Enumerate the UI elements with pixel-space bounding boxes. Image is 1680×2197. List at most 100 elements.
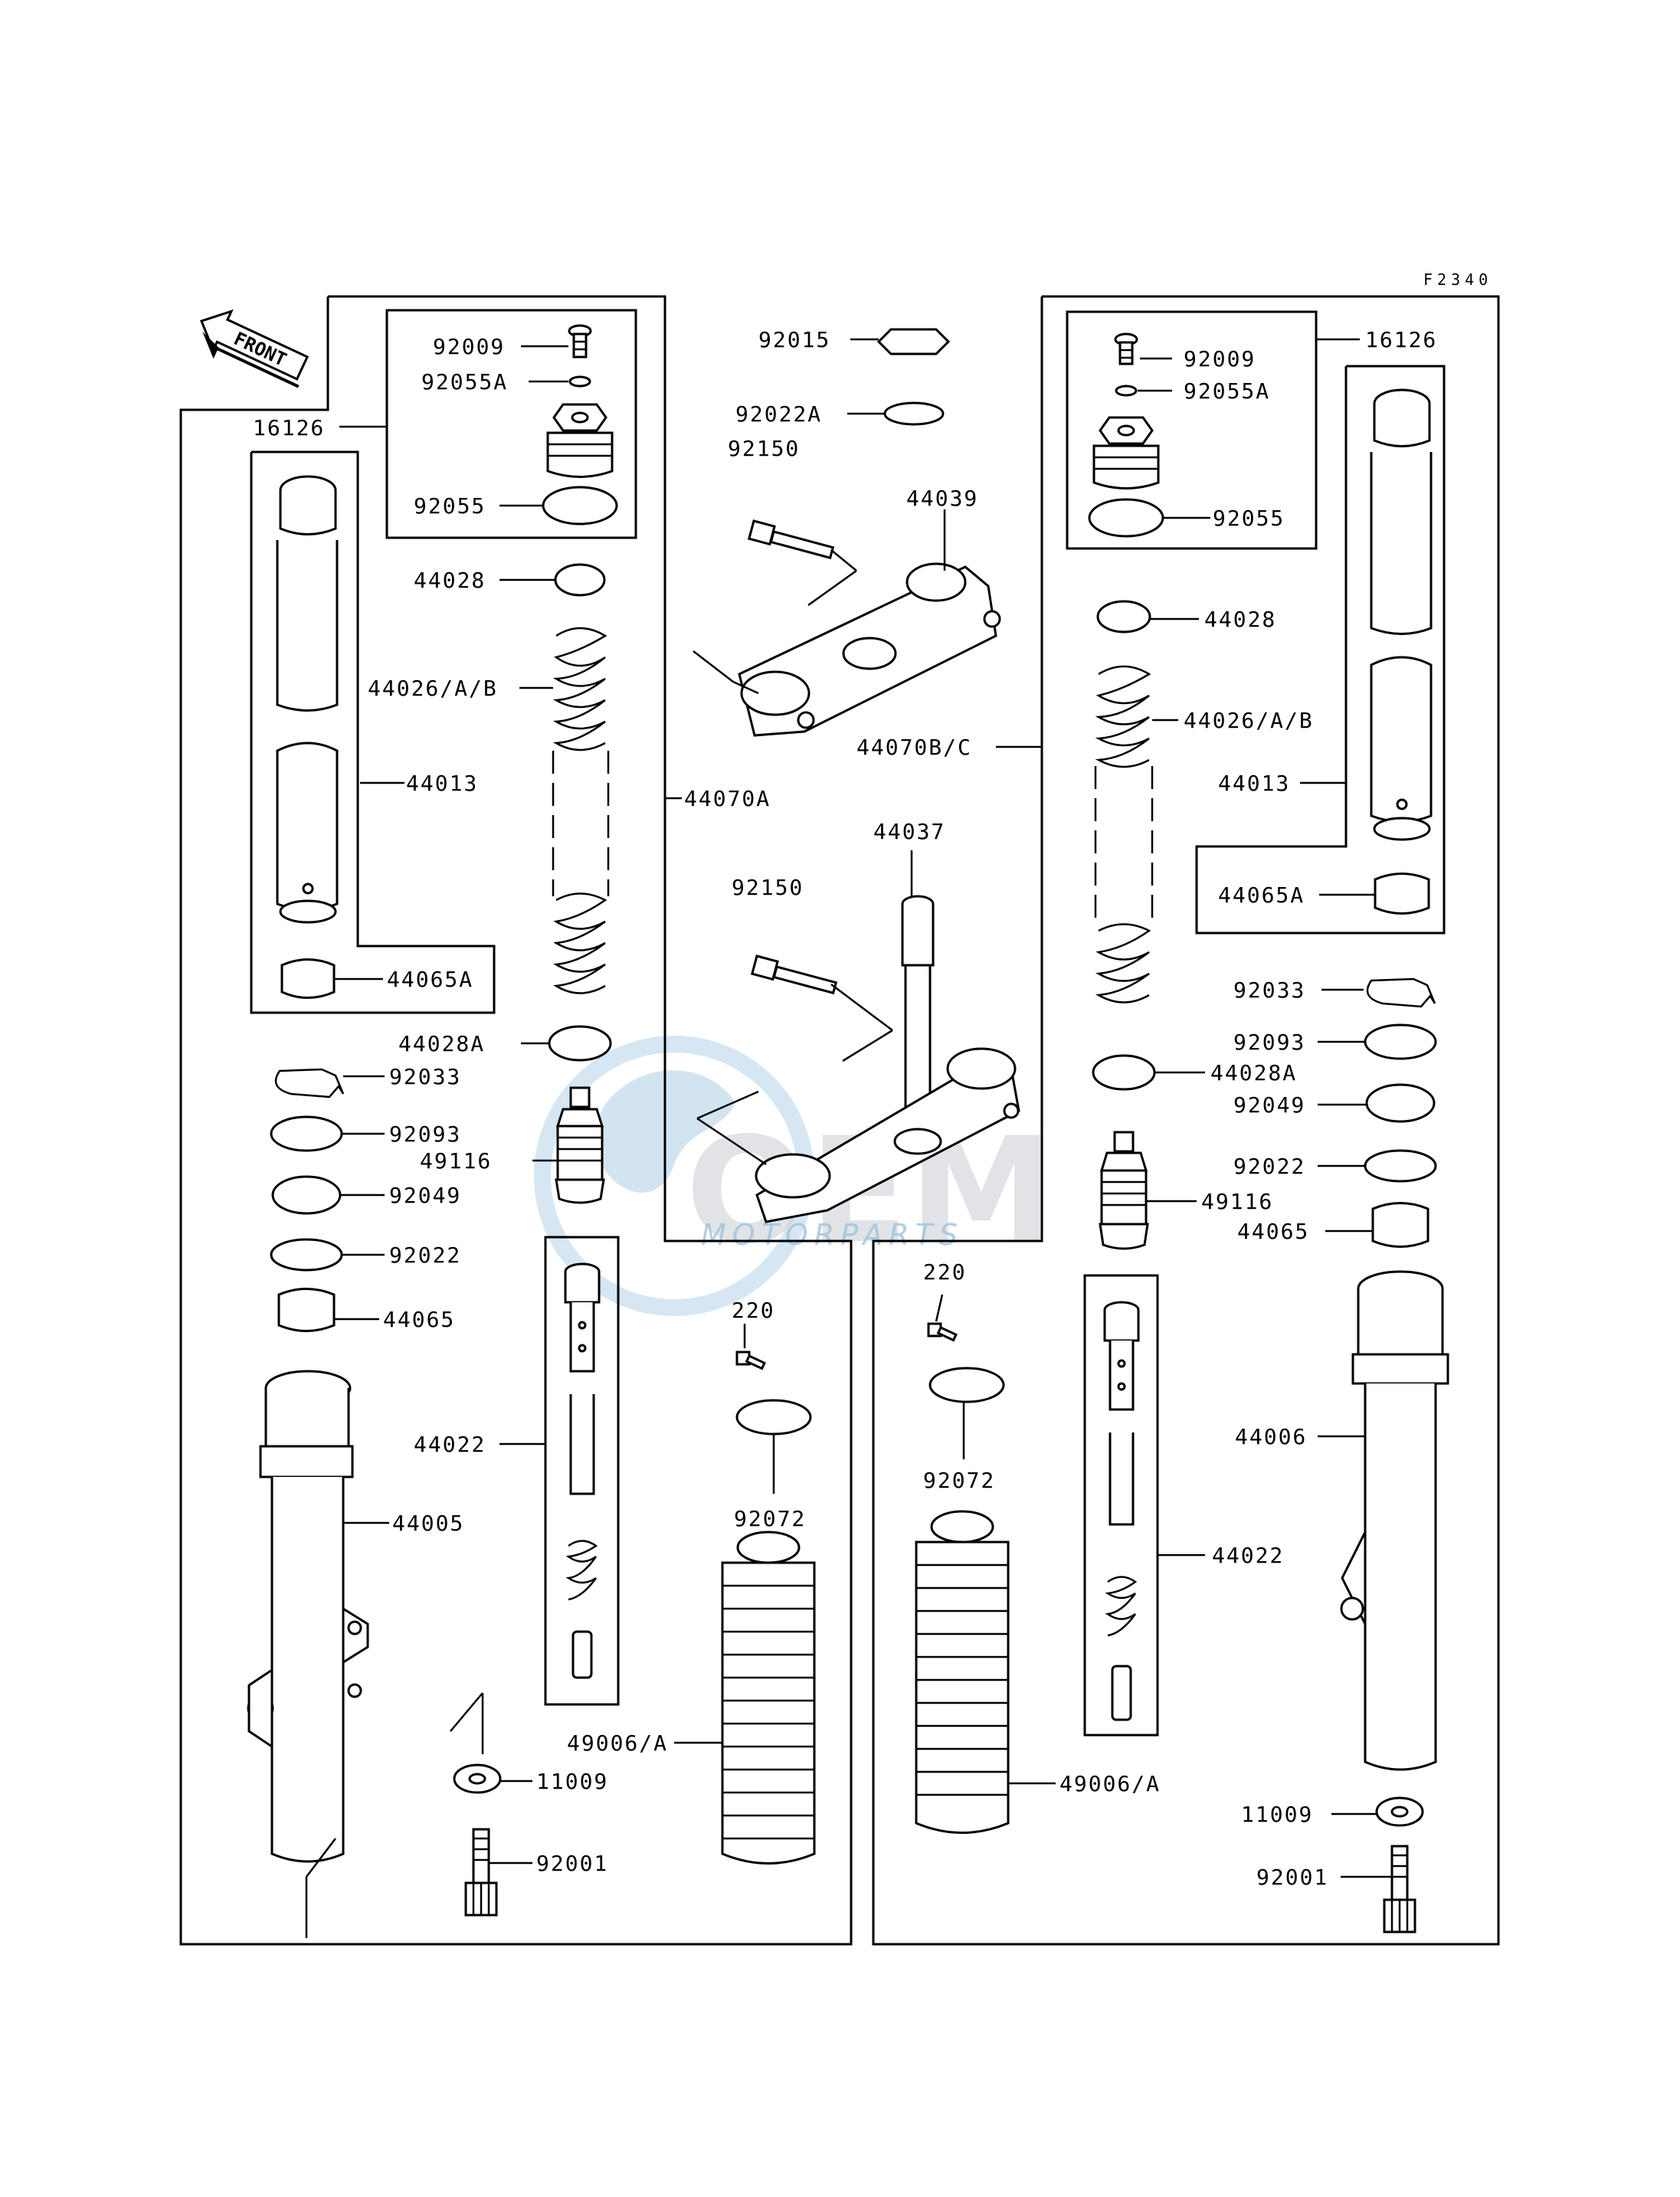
- label-92055-right: 92055: [1213, 506, 1285, 531]
- label-44026AB-left: 44026/A/B: [368, 676, 498, 701]
- bolt-92001-left: [464, 1828, 498, 1917]
- cylinder-44022-left: [564, 1262, 601, 1679]
- right-assembly-frame: [872, 295, 1500, 1946]
- label-92015: 92015: [758, 327, 830, 352]
- valve-49116-right: [1099, 1131, 1149, 1250]
- label-92009-right: 92009: [1184, 346, 1256, 372]
- label-44070BC: 44070B/C: [856, 735, 972, 760]
- label-92150-lower: 92150: [732, 875, 804, 900]
- leader-lines: [305, 338, 1392, 1938]
- label-220-mid: 220: [732, 1298, 775, 1323]
- washer-92022A: [883, 401, 945, 426]
- fork-boot-49006-right: [915, 1510, 1010, 1834]
- washer-92022-left: [270, 1238, 343, 1272]
- screw-220-mid: [735, 1351, 766, 1370]
- label-44005: 44005: [392, 1511, 464, 1536]
- label-92049-right: 92049: [1233, 1092, 1305, 1118]
- outer-tube-44005-left: [247, 1370, 369, 1863]
- label-49116-right: 49116: [1201, 1189, 1273, 1214]
- label-44065A-left: 44065A: [387, 967, 473, 992]
- bushing-44065-left: [277, 1288, 336, 1332]
- outer-tube-44006-right: [1340, 1270, 1449, 1771]
- label-92093-right: 92093: [1233, 1030, 1305, 1055]
- label-92150-upper: 92150: [728, 436, 800, 461]
- left-inner-tube-box: [250, 450, 496, 1014]
- label-44065A-right: 44065A: [1218, 882, 1305, 908]
- label-44013-right: 44013: [1218, 771, 1290, 796]
- seat-44028A-left: [548, 1025, 612, 1062]
- bushing-44065A-right: [1374, 873, 1430, 915]
- label-44022-left: 44022: [414, 1432, 486, 1457]
- cylinder-44022-right: [1103, 1301, 1140, 1721]
- label-44037: 44037: [873, 819, 945, 844]
- clamp-92072-right: [928, 1367, 1005, 1403]
- bolt-92150-upper: [747, 519, 835, 560]
- left-assembly-frame: [179, 295, 853, 1946]
- left-cylinder-box: [544, 1236, 620, 1706]
- seat-44028-left: [554, 563, 606, 597]
- screw-220-right: [927, 1322, 958, 1342]
- label-44065-left: 44065: [383, 1307, 455, 1332]
- watermark: OEM MOTORPARTS: [534, 1036, 1053, 1316]
- fork-cap-left: [546, 403, 614, 478]
- screw-92009-left: [568, 324, 592, 359]
- bolt-92150-lower: [750, 954, 838, 995]
- oring-92055A-right: [1115, 385, 1138, 397]
- label-92009-left: 92009: [433, 334, 505, 359]
- spring-44026-left: [552, 627, 610, 994]
- label-44028-right: 44028: [1204, 607, 1276, 632]
- label-92055A-left: 92055A: [421, 369, 508, 395]
- clamp-92072-mid: [735, 1399, 812, 1436]
- washer-92022-right: [1364, 1149, 1437, 1183]
- label-49116-left: 49116: [420, 1148, 492, 1174]
- label-92033-left: 92033: [389, 1064, 461, 1089]
- fork-cap-right: [1092, 416, 1160, 489]
- label-44065-right: 44065: [1237, 1219, 1309, 1244]
- washer-11009-right: [1375, 1796, 1424, 1827]
- label-92072-mid: 92072: [734, 1506, 806, 1531]
- label-92022A: 92022A: [735, 401, 822, 427]
- label-92049-left: 92049: [389, 1183, 461, 1208]
- seat-44028A-right: [1092, 1054, 1156, 1091]
- label-92093-left: 92093: [389, 1121, 461, 1147]
- label-44006: 44006: [1235, 1424, 1307, 1449]
- label-11009-left: 11009: [536, 1769, 608, 1794]
- label-49006A-left: 49006/A: [567, 1730, 668, 1756]
- label-92033-right: 92033: [1233, 977, 1305, 1003]
- fork-boot-49006-left: [721, 1531, 816, 1865]
- right-cap-kit-box: [1066, 310, 1318, 550]
- seal-92093-left: [270, 1115, 343, 1152]
- label-92001-left: 92001: [536, 1851, 608, 1876]
- bushing-44065A-left: [280, 958, 336, 999]
- right-cylinder-box: [1083, 1274, 1159, 1737]
- left-cap-kit-box: [385, 309, 637, 539]
- oring-92055-right: [1088, 498, 1164, 538]
- upper-bracket-44039: [738, 562, 1001, 737]
- nut-92015: [876, 328, 951, 355]
- label-44028A-left: 44028A: [398, 1031, 485, 1056]
- seal-92093-right: [1364, 1023, 1437, 1060]
- label-44070A: 44070A: [684, 786, 771, 811]
- bushing-44065-right: [1371, 1202, 1429, 1248]
- label-92001-right: 92001: [1256, 1865, 1328, 1890]
- oring-92055-left: [542, 486, 618, 526]
- label-92022-left: 92022: [389, 1243, 461, 1268]
- screw-92009-right: [1114, 332, 1138, 365]
- washer-11009-left: [453, 1763, 502, 1794]
- right-inner-tube-box: [1195, 365, 1446, 935]
- spring-44026-right: [1094, 665, 1154, 1004]
- label-92055A-right: 92055A: [1184, 378, 1270, 404]
- label-16126-right: 16126: [1365, 327, 1437, 352]
- label-16126-left: 16126: [253, 415, 325, 440]
- seal-92049-left: [271, 1175, 342, 1215]
- label-92055-left: 92055: [414, 493, 486, 519]
- circlip-92033-left: [274, 1068, 345, 1098]
- label-220-right: 220: [923, 1259, 967, 1285]
- label-92072-right: 92072: [923, 1468, 995, 1493]
- label-44013-left: 44013: [406, 771, 478, 796]
- label-44039: 44039: [906, 486, 978, 511]
- valve-49116-left: [555, 1086, 605, 1204]
- bolt-92001-right: [1383, 1845, 1416, 1933]
- label-44026AB-right: 44026/A/B: [1184, 708, 1314, 733]
